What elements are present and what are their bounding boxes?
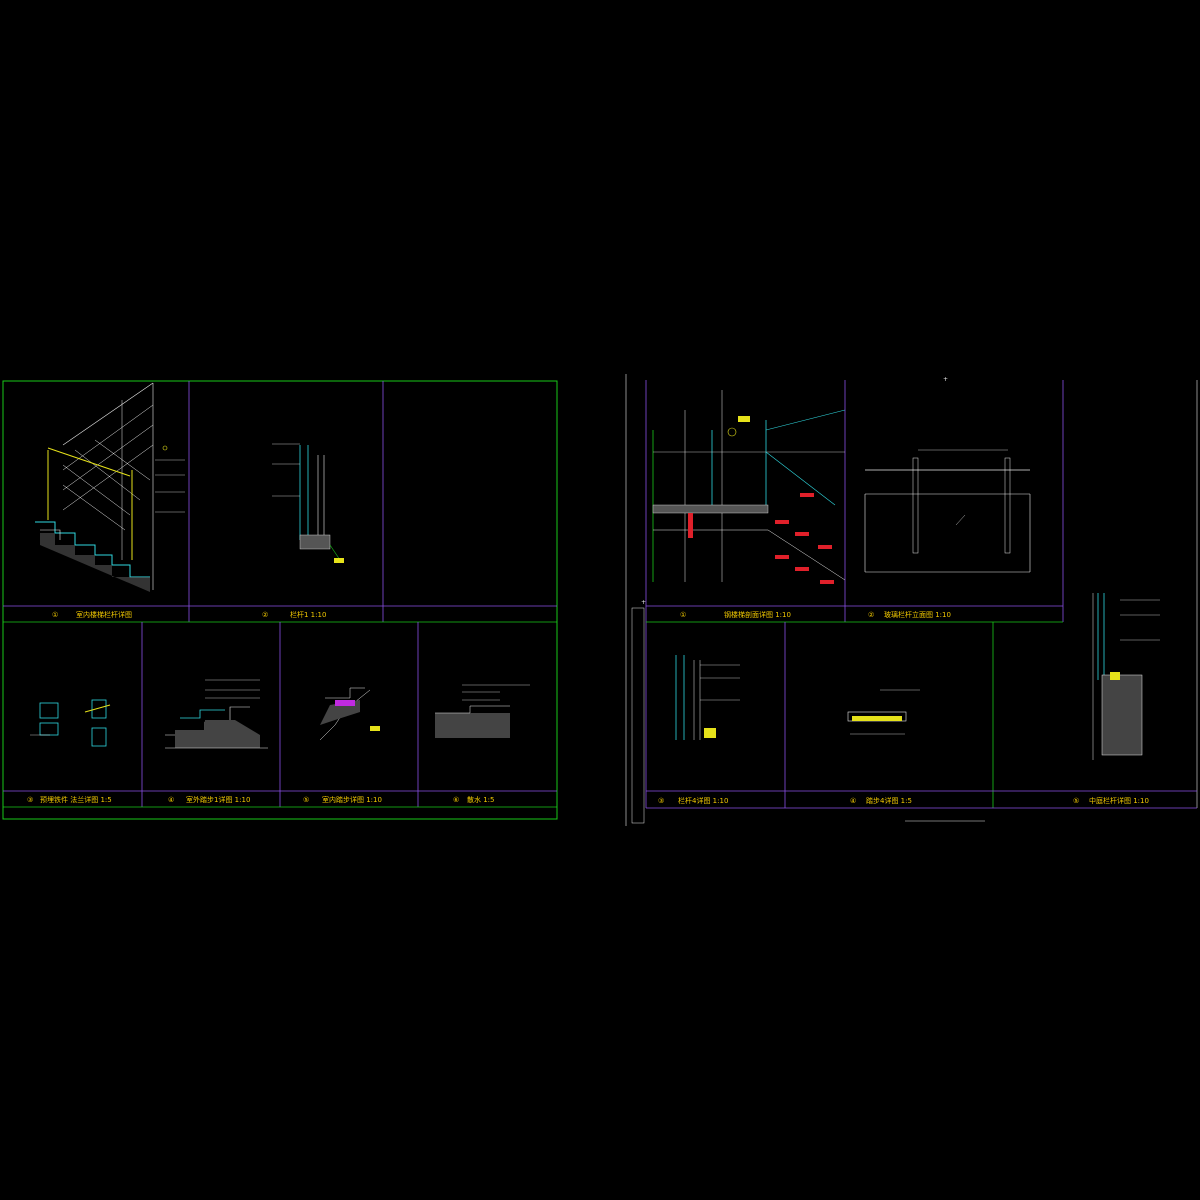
right-caption-num-3: ③ <box>658 797 664 805</box>
right-caption-1: 钢楼梯剖面详图 1:10 <box>724 610 791 619</box>
left-caption-num-5: ⑤ <box>303 796 309 804</box>
left-caption-3: 预埋铁件 法兰详图 1:5 <box>40 795 112 804</box>
railing-section-drawing <box>272 443 344 563</box>
left-caption-5: 室内踏步详图 1:10 <box>322 795 382 804</box>
crosshair-marker: + <box>641 599 646 606</box>
title-block <box>631 607 645 824</box>
railing4-drawing <box>675 655 740 740</box>
left-caption-2: 栏杆1 1:10 <box>290 610 326 619</box>
steel-stair-section-drawing <box>652 390 846 584</box>
left-caption-num-6: ⑥ <box>453 796 459 804</box>
right-caption-5: 中庭栏杆详图 1:10 <box>1089 796 1149 805</box>
stair-railing-drawing <box>35 382 185 592</box>
left-caption-num-1: ① <box>52 611 58 619</box>
right-caption-2: 玻璃栏杆立面图 1:10 <box>884 610 951 619</box>
right-caption-num-4: ④ <box>850 797 856 805</box>
left-caption-6: 散水 1:5 <box>467 795 495 804</box>
crosshair-marker: + <box>943 376 948 383</box>
left-caption-num-2: ② <box>262 611 268 619</box>
right-captions: ① 钢楼梯剖面详图 1:10 ② 玻璃栏杆立面图 1:10 ③ 栏杆4详图 1:… <box>658 610 1149 805</box>
right-sheet <box>625 374 1198 826</box>
right-caption-num-2: ② <box>868 611 874 619</box>
left-sheet-border <box>2 380 558 820</box>
right-caption-num-1: ① <box>680 611 686 619</box>
left-sheet <box>2 380 558 820</box>
indoor-step-drawing <box>319 687 380 741</box>
outdoor-step-drawing <box>165 679 268 749</box>
left-caption-num-3: ③ <box>27 796 33 804</box>
left-caption-4: 室外踏步1详图 1:10 <box>186 795 250 804</box>
left-caption-1: 室内楼梯栏杆详图 <box>76 610 132 619</box>
flange-detail-drawing <box>30 699 111 747</box>
left-caption-num-4: ④ <box>168 796 174 804</box>
glass-railing-elevation-drawing <box>864 449 1031 573</box>
left-captions: ① 室内楼梯栏杆详图 ② 栏杆1 1:10 ③ 预埋铁件 法兰详图 1:5 ④ … <box>27 610 495 804</box>
step4-drawing <box>847 689 920 735</box>
atrium-railing-drawing <box>1092 593 1160 760</box>
apron-drawing <box>435 684 530 738</box>
right-caption-num-5: ⑤ <box>1073 797 1079 805</box>
right-caption-4: 踏步4详图 1:5 <box>866 796 912 805</box>
right-caption-3: 栏杆4详图 1:10 <box>678 796 728 805</box>
